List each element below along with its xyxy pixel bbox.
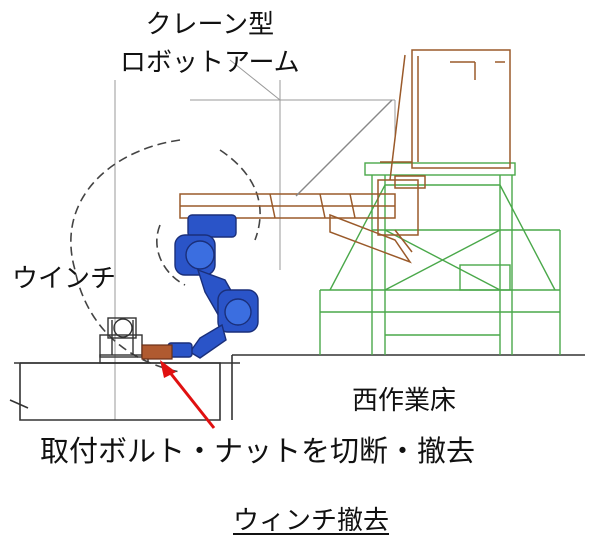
robot-arm (167, 214, 259, 359)
tool-head (141, 344, 173, 360)
action-label: 取付ボルト・ナットを切断・撤去 (40, 434, 476, 468)
crane-structure (179, 49, 511, 264)
crane-label-line2: ロボットアーム (120, 48, 300, 78)
figure-caption: ウィンチ撤去 (233, 506, 390, 536)
winch-drawing (99, 317, 149, 364)
support-frame (319, 162, 561, 355)
crane-pointer-line (295, 99, 393, 197)
swing-arc (70, 139, 261, 373)
crane-robot-arm-label: クレーン型 ロボットアーム (120, 6, 300, 82)
west-floor-label: 西作業床 (352, 386, 457, 416)
winch-label: ウインチ (12, 264, 117, 294)
pointer-arrow (160, 360, 216, 429)
west-floor (9, 354, 585, 421)
crane-label-line1: クレーン型 (145, 10, 275, 40)
